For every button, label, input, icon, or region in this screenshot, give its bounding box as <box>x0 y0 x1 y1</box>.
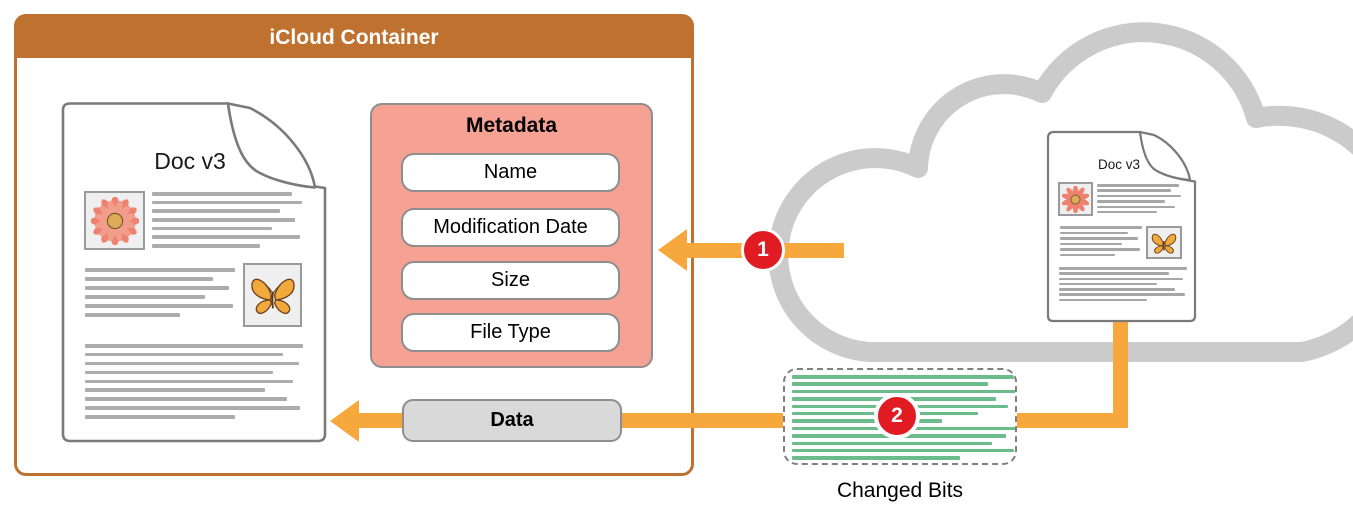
data-pill: Data <box>402 399 622 442</box>
local-document-icon <box>61 102 327 443</box>
page-curl-icon <box>1138 130 1192 182</box>
icloud-container-header: iCloud Container <box>17 17 691 58</box>
cloud-document-text-lines <box>1060 226 1142 259</box>
butterfly-icon <box>250 278 295 314</box>
flower-image-thumbnail <box>84 191 145 250</box>
metadata-field-name: Name <box>401 153 620 192</box>
metadata-arrow-head <box>658 229 687 271</box>
step-1-badge: 1 <box>741 228 785 272</box>
cloud-download-arrow-vertical <box>1113 321 1128 428</box>
icloud-container-title: iCloud Container <box>269 26 439 49</box>
butterfly-image-thumbnail-small <box>1146 226 1182 259</box>
cloud-document-text-lines <box>1059 267 1187 304</box>
butterfly-image-thumbnail <box>243 263 302 327</box>
metadata-title: Metadata <box>465 114 558 137</box>
page-curl-icon <box>226 102 317 189</box>
metadata-field-modification-date: Modification Date <box>401 208 620 247</box>
flower-icon <box>90 196 139 245</box>
document-text-lines <box>85 344 303 424</box>
butterfly-icon <box>1151 233 1177 254</box>
flower-image-thumbnail-small <box>1058 182 1093 216</box>
document-text-lines <box>152 192 302 253</box>
document-text-lines <box>85 268 235 322</box>
cloud-download-arrow-horizontal <box>1016 413 1128 428</box>
step-2-badge: 2 <box>874 393 920 439</box>
metadata-field-size: Size <box>401 261 620 300</box>
metadata-field-file-type: File Type <box>401 313 620 352</box>
changed-bits-label: Changed Bits <box>836 479 964 502</box>
cloud-document-title: Doc v3 <box>1097 157 1141 172</box>
local-document-title: Doc v3 <box>154 148 226 174</box>
metadata-panel: Metadata Name Modification Date Size Fil… <box>370 103 653 368</box>
flower-icon <box>1062 185 1089 213</box>
cloud-document-text-lines <box>1097 184 1181 216</box>
data-arrow-head <box>330 400 359 442</box>
